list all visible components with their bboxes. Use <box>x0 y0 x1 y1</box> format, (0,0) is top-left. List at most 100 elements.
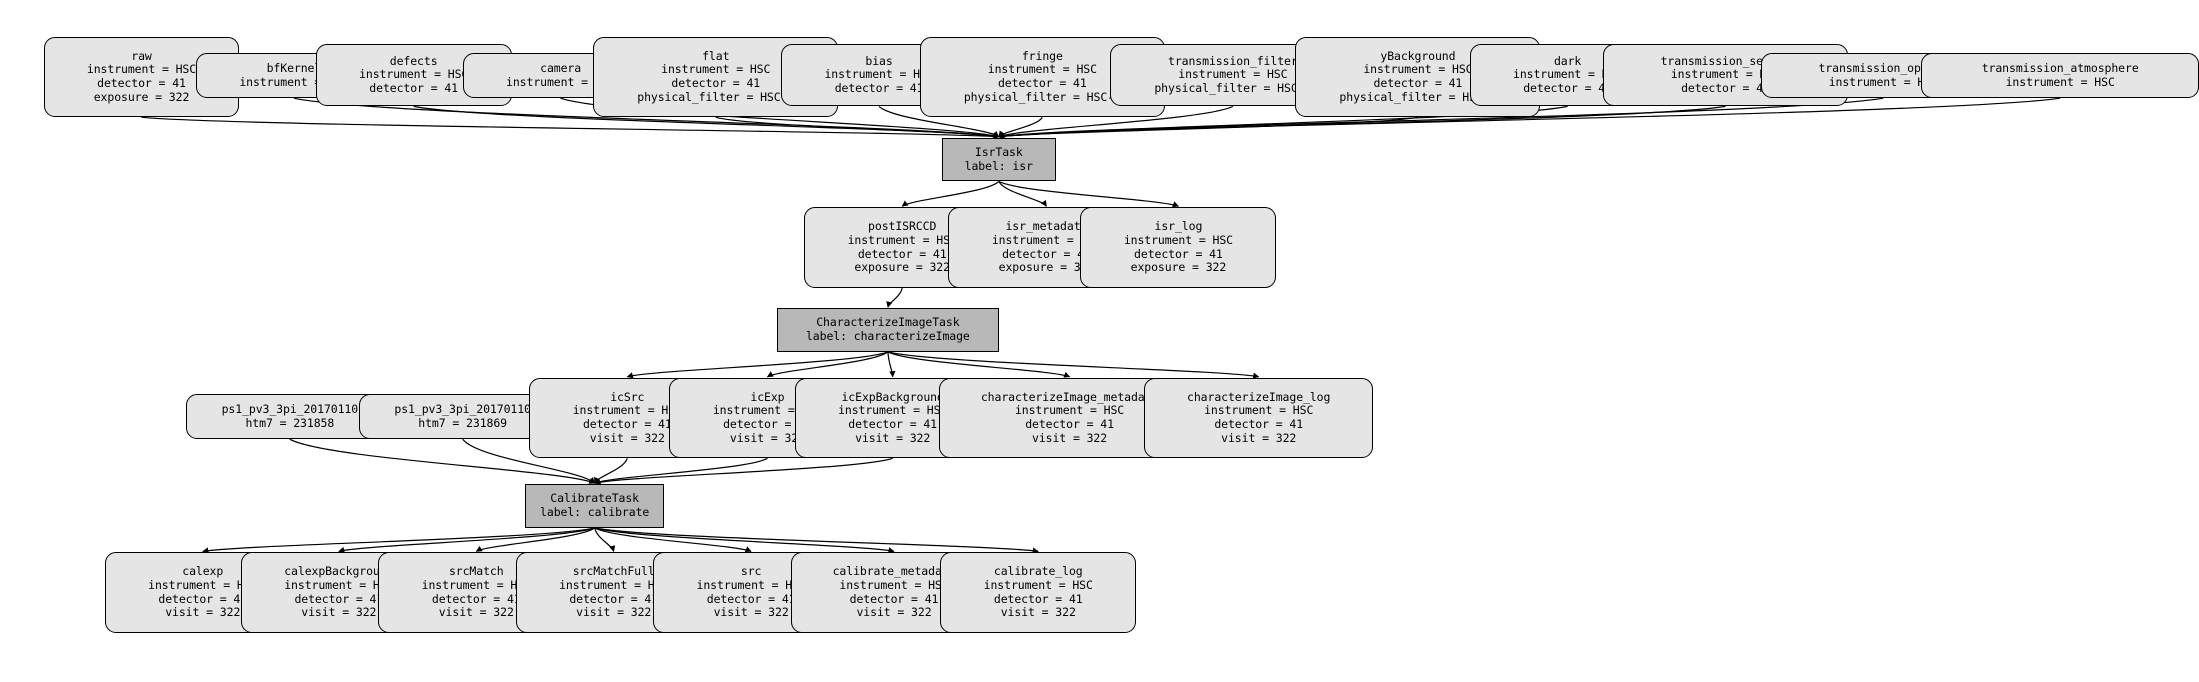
edge-transmission_filter-to-IsrTask <box>998 105 1234 138</box>
node-dimension: instrument = HSC <box>1204 403 1314 418</box>
node-title: src <box>740 564 762 579</box>
node-title: flat <box>702 48 730 63</box>
edge-CharacterizeImageTask-to-icExp <box>766 351 889 378</box>
node-dimension: instrument = HSC <box>421 578 531 593</box>
node-title: calibrate_metadata <box>832 564 956 579</box>
edge-raw-to-IsrTask <box>141 116 1000 140</box>
node-dimension: physical_filter = HSC-Y <box>1154 80 1312 95</box>
node-title: isr_metadata <box>1005 219 1088 234</box>
node-title: bias <box>865 53 893 68</box>
node-dimension: instrument = HSC <box>839 578 949 593</box>
edge-CalibrateTask-to-src <box>594 527 752 553</box>
node-title: characterizeImage_log <box>1187 389 1331 404</box>
edge-icExpBackground-to-CalibrateTask <box>594 457 893 485</box>
node-title: calexpBackground <box>284 564 394 579</box>
node-dimension: visit = 322 <box>1032 430 1108 445</box>
node-dimension: instrument = HSC <box>359 67 469 82</box>
node-title: calibrate_log <box>993 564 1083 579</box>
node-dimension: detector = 41 <box>369 80 459 95</box>
node-dimension: visit = 322 <box>165 605 241 620</box>
node-dimension: label: calibrate <box>540 505 650 520</box>
edge-CalibrateTask-to-srcMatchFull <box>594 527 616 553</box>
node-dimension: detector = 41 <box>671 76 761 91</box>
node-dimension: htm7 = 231858 <box>245 415 335 430</box>
node-dimension: label: isr <box>964 158 1033 173</box>
edge-CharacterizeImageTask-to-icSrc <box>626 351 889 379</box>
node-dimension: visit = 322 <box>856 605 932 620</box>
edge-IsrTask-to-isr_metadata <box>998 181 1047 207</box>
node-dimension: instrument = HSC <box>696 578 806 593</box>
node-dimension: detector = 41 <box>1214 417 1304 432</box>
node-dimension: instrument = HSC <box>838 403 948 418</box>
edge-CalibrateTask-to-calexp <box>202 527 595 554</box>
node-dimension: visit = 322 <box>1221 430 1297 445</box>
node-title: CalibrateTask <box>550 491 639 506</box>
node-dimension: detector = 41 <box>1134 246 1223 261</box>
node-dimension: exposure = 322 <box>854 260 950 275</box>
node-dimension: detector = 41 <box>1025 417 1114 432</box>
node-title: fringe <box>1021 48 1063 63</box>
node-dimension: visit = 322 <box>855 430 931 445</box>
edge-IsrTask-to-isr_log <box>998 180 1179 208</box>
node-dimension: label: characterizeImage <box>805 329 970 344</box>
node-dimension: detector = 41 <box>1523 80 1612 95</box>
node-dimension: detector = 41 <box>1373 76 1463 91</box>
edge-CharacterizeImageTask-to-icExpBackground <box>887 351 896 378</box>
node-dimension: instrument = HSC <box>1363 62 1473 77</box>
node-dimension: instrument = HSC <box>1178 67 1288 82</box>
node-dimension: instrument = HSC <box>86 62 197 77</box>
edge-CalibrateTask-to-srcMatch <box>475 527 596 552</box>
edge-flat-to-IsrTask <box>715 116 1000 139</box>
node-dimension: instrument = HSC <box>847 232 957 247</box>
node-dimension: exposure = 322 <box>93 89 190 104</box>
node-title: icExpBackground <box>841 389 944 404</box>
edge-CharacterizeImageTask-to-characterizeImage_metadata <box>887 351 1071 378</box>
node-dimension: visit = 322 <box>438 605 514 620</box>
node-dimension: detector = 41 <box>1002 246 1091 261</box>
edge-CalibrateTask-to-calibrate_log <box>594 527 1039 554</box>
node-title: icSrc <box>610 389 645 404</box>
node-dimension: instrument = HSC <box>2005 74 2115 89</box>
node-title: raw <box>131 48 152 63</box>
node-title: transmission_optics <box>1818 61 1949 76</box>
node-dimension: physical_filter = HSC-Y <box>637 89 795 104</box>
node-dimension: detector = 41 <box>706 591 796 606</box>
edge-CharacterizeImageTask-to-characterizeImage_log <box>887 351 1260 379</box>
node-title: srcMatchFull <box>572 564 655 579</box>
edge-ps1_pv3_3pi_20170110_a-to-CalibrateTask <box>289 438 596 484</box>
node-dimension: detector = 41 <box>997 76 1087 91</box>
node-title: calexp <box>182 564 224 579</box>
node-dimension: visit = 322 <box>576 605 652 620</box>
node-title: defects <box>389 53 438 68</box>
node-title: isr_log <box>1154 219 1203 234</box>
node-title: icExp <box>750 389 785 404</box>
edge-bias-to-IsrTask <box>878 105 1000 138</box>
node-dimension: detector = 41 <box>294 591 384 606</box>
node-dimension: detector = 41 <box>97 76 186 91</box>
graph-edges <box>141 97 2061 554</box>
node-dimension: htm7 = 231869 <box>418 415 507 430</box>
node-title: IsrTask <box>974 144 1023 159</box>
node-dimension: detector = 41 <box>569 591 659 606</box>
node-dimension: detector = 41 <box>431 591 521 606</box>
edge-postISRCCD-to-CharacterizeImageTask <box>886 287 903 308</box>
node-title: transmission_filter <box>1168 53 1298 68</box>
edge-CalibrateTask-to-calexpBackground <box>338 527 595 553</box>
node-title: bfKernel <box>266 61 322 76</box>
node-title: transmission_sensor <box>1660 53 1791 68</box>
node-title: characterizeImage_metadata <box>980 389 1159 404</box>
node-dimension: visit = 322 <box>301 605 377 620</box>
node-dimension: visit = 322 <box>1000 605 1076 620</box>
node-title: camera <box>540 61 582 76</box>
node-dimension: instrument = HSC <box>983 578 1093 593</box>
node-dimension: instrument = HSC <box>661 62 771 77</box>
